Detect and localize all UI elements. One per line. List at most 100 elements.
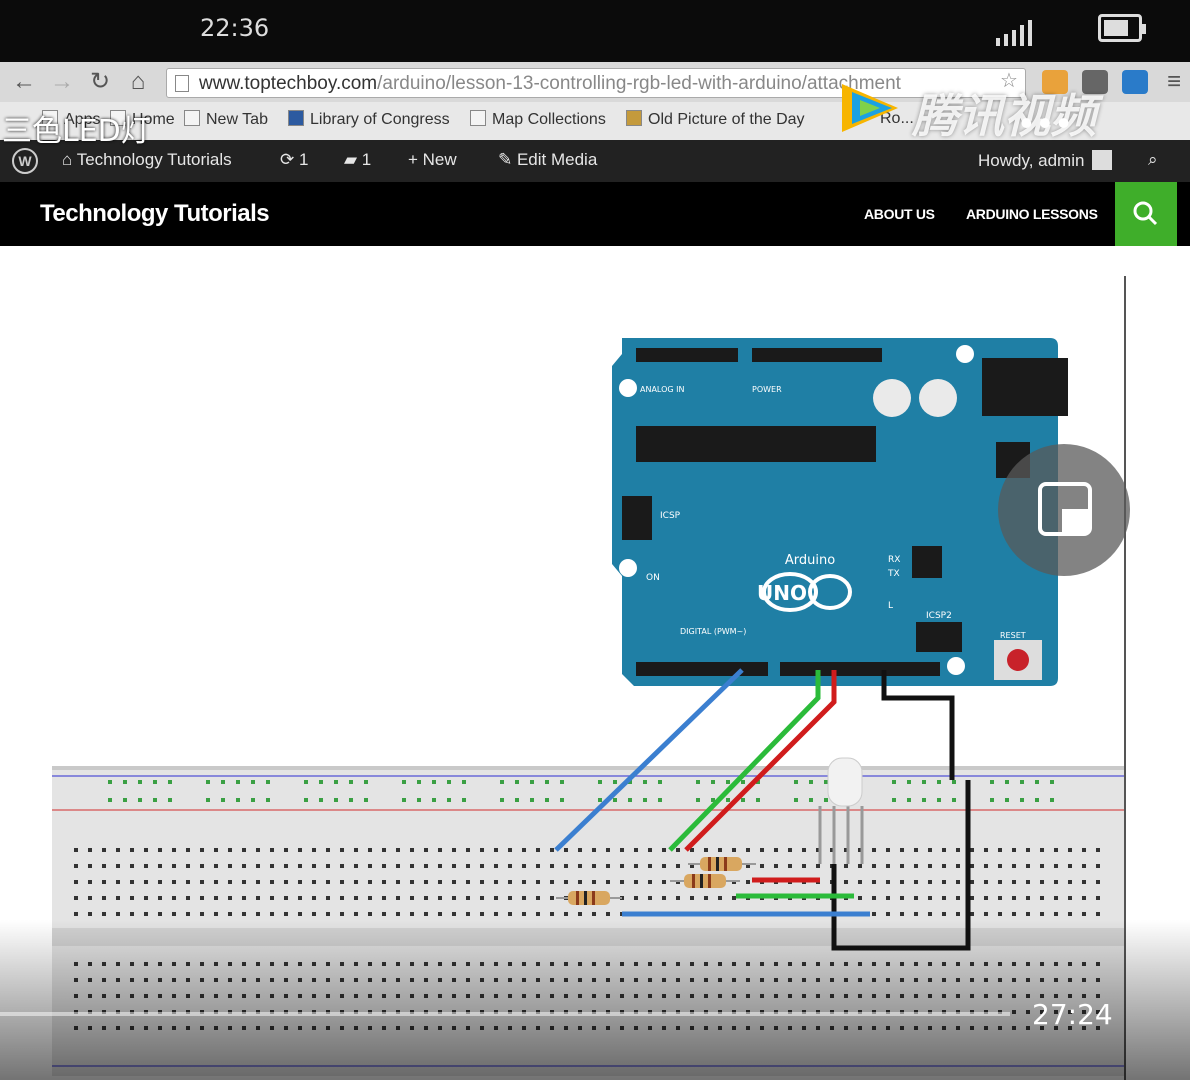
rgb-led [818, 757, 864, 864]
site-header: Technology Tutorials ABOUT US ARDUINO LE… [0, 182, 1190, 246]
bookmark-label: Home [132, 111, 175, 128]
bookmark-home[interactable]: Home [110, 110, 175, 129]
picture-in-picture-icon [1038, 482, 1092, 536]
url-text: www.toptechboy.com/arduino/lesson-13-con… [199, 73, 901, 95]
digital-label: DIGITAL (PWM~) [680, 627, 746, 636]
header-digital-1 [636, 662, 768, 676]
icsp2-label: ICSP2 [926, 611, 952, 621]
resistor [670, 874, 740, 888]
wp-edit-media[interactable]: ✎ Edit Media [498, 150, 597, 170]
wp-site-label: Technology Tutorials [76, 150, 232, 169]
plus-icon: + [408, 150, 423, 169]
video-duration: 27:24 [1032, 998, 1113, 1031]
tencent-video-logo [842, 84, 898, 132]
forward-icon[interactable]: → [50, 68, 74, 95]
house-icon: ⌂ [62, 150, 77, 169]
wp-site-link[interactable]: ⌂ Technology Tutorials [62, 150, 232, 170]
bookmark-label: Old Picture of the Day [648, 111, 805, 128]
capacitor [919, 379, 957, 417]
wp-comments[interactable]: ▰ 1 [344, 150, 371, 170]
bookmark-apps[interactable]: Apps [42, 110, 100, 129]
avatar [1092, 150, 1113, 170]
power-label: POWER [752, 385, 782, 394]
bookmark-map-collections[interactable]: Map Collections [470, 110, 606, 129]
header-power [752, 348, 882, 362]
bookmark-label: Ro... [880, 110, 914, 127]
wire-red [684, 670, 837, 852]
more-icon[interactable]: ••• [1020, 102, 1076, 143]
power-jack [982, 358, 1068, 416]
tx-label: TX [887, 569, 900, 579]
wp-admin-bar: W ⌂ Technology Tutorials ⟳ 1 ▰ 1 + New ✎… [0, 140, 1190, 182]
arduino-board: UNO Arduino ICSP ICSP2 RESET ON TX RX L … [612, 338, 1068, 686]
search-icon [1133, 201, 1158, 226]
bookmark-label: Map Collections [492, 111, 606, 128]
signal-icon [996, 20, 1032, 46]
watermark-text: 腾讯视频 [912, 89, 1096, 143]
menu-about-us[interactable]: ABOUT US [864, 206, 935, 222]
url-path: /arduino/lesson-13-controlling-rgb-led-w… [377, 73, 901, 94]
status-bar: 22:36 [0, 0, 1190, 62]
bookmark-ro[interactable]: Ro... [880, 110, 914, 128]
bookmark-label: Library of Congress [310, 111, 450, 128]
wire-blue [554, 668, 744, 852]
usb-chip [912, 546, 942, 578]
back-icon[interactable]: ← [12, 68, 36, 95]
uno-label: UNO [757, 581, 807, 605]
microcontroller-chip [636, 426, 876, 462]
capacitor [873, 379, 911, 417]
page-icon [175, 75, 189, 92]
browser-toolbar: ← → ↻ ⌂ www.toptechboy.com/arduino/lesso… [0, 62, 1190, 102]
video-progress-bar[interactable] [0, 1012, 1010, 1016]
wp-howdy[interactable]: Howdy, admin [978, 150, 1113, 171]
bookmark-old-picture[interactable]: Old Picture of the Day [626, 110, 805, 129]
analog-label: ANALOG IN [640, 385, 685, 394]
menu-icon[interactable]: ≡ [1166, 68, 1181, 95]
extension-icon[interactable] [1122, 70, 1148, 94]
extension-icon[interactable] [1042, 70, 1068, 94]
resistor [688, 857, 756, 871]
bookmark-label: New Tab [206, 111, 268, 128]
wire-black [881, 670, 955, 780]
arduino-label: Arduino [785, 553, 835, 568]
resistor [556, 891, 622, 905]
icsp-header [622, 496, 652, 540]
reload-icon[interactable]: ↻ [89, 68, 111, 95]
wp-updates-count: 1 [298, 150, 309, 169]
rx-label: RX [888, 555, 900, 565]
wp-new-label: New [422, 150, 457, 169]
wire-green [668, 670, 821, 852]
pencil-icon: ✎ [498, 150, 517, 169]
address-bar[interactable]: www.toptechboy.com/arduino/lesson-13-con… [166, 68, 1026, 98]
comment-icon: ▰ [344, 150, 362, 169]
site-title[interactable]: Technology Tutorials [40, 200, 270, 227]
menu-arduino-lessons[interactable]: ARDUINO LESSONS [966, 206, 1098, 222]
extension-icon[interactable] [1082, 70, 1108, 94]
bookmark-label: Apps [64, 111, 101, 128]
search-icon[interactable]: ⌕ [1148, 150, 1158, 169]
url-domain: www.toptechboy.com [199, 73, 378, 94]
search-button[interactable] [1115, 182, 1177, 246]
reset-label: RESET [1000, 631, 1026, 640]
sidebar-divider [1124, 276, 1126, 1080]
arduino-logo-left [762, 572, 818, 612]
wp-howdy-label: Howdy, admin [978, 151, 1085, 170]
bookmark-library-of-congress[interactable]: Library of Congress [288, 110, 450, 129]
battery-icon [1098, 14, 1146, 42]
bookmark-new-tab[interactable]: New Tab [184, 110, 268, 129]
on-label: ON [646, 573, 660, 583]
reset-button [1007, 649, 1029, 671]
updates-icon: ⟳ [280, 150, 299, 169]
wp-comments-count: 1 [361, 150, 372, 169]
wordpress-icon[interactable]: W [12, 148, 38, 174]
icsp-label: ICSP [660, 511, 681, 521]
wp-new[interactable]: + New [408, 150, 457, 170]
video-controls-shade [0, 920, 1190, 1080]
arduino-logo-right [808, 574, 852, 610]
bookmarks-bar: Apps Home New Tab Library of Congress Ma… [0, 102, 1190, 141]
wp-updates[interactable]: ⟳ 1 [280, 150, 308, 170]
bookmark-star-icon[interactable]: ☆ [1000, 70, 1018, 92]
home-icon[interactable]: ⌂ [130, 68, 146, 95]
header-analog [636, 348, 738, 362]
l-label: L [888, 601, 893, 611]
